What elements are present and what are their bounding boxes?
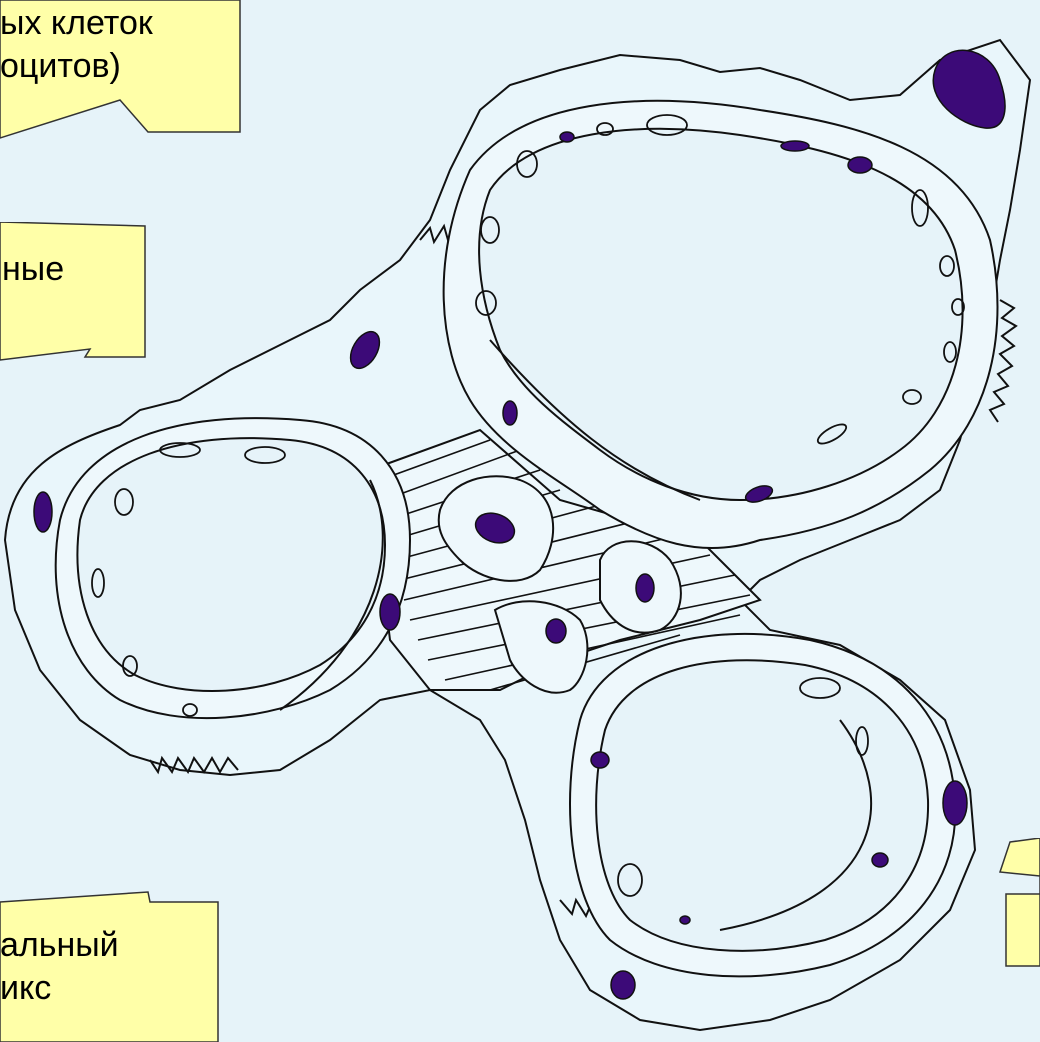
- nucleus-fiber-c: [636, 574, 654, 602]
- nucleus-upper-1: [560, 132, 574, 142]
- callout-top-left-line1: ых клеток: [0, 2, 153, 45]
- nucleus-lower-bottom: [680, 916, 690, 924]
- nucleus-upper-2: [781, 141, 809, 151]
- callout-middle-left-line1: ные: [2, 248, 64, 291]
- nucleus-left-lower: [380, 594, 400, 630]
- nucleus-fiber-a: [503, 401, 517, 425]
- callout-middle-left-shape: [0, 222, 160, 362]
- callout-bottom-left: альный икс: [0, 924, 119, 1009]
- callout-bottom-left-line2: икс: [0, 967, 119, 1010]
- nucleus-lower-inner: [872, 853, 888, 867]
- nucleus-lower-right: [943, 781, 967, 825]
- nucleus-fiber-d: [546, 619, 566, 643]
- callout-bottom-left-line1: альный: [0, 924, 119, 967]
- nucleus-upper-3: [848, 157, 872, 173]
- nucleus-lower-base: [611, 971, 635, 999]
- nucleus-left-edge: [34, 492, 52, 532]
- callout-top-left-line2: оцитов): [0, 45, 153, 88]
- nucleus-lower-left: [591, 752, 609, 768]
- callout-middle-left: ные: [2, 248, 64, 291]
- adipocyte-lower-lipid: [596, 660, 928, 951]
- callout-top-left: ых клеток оцитов): [0, 2, 153, 87]
- callout-right-shape: [998, 838, 1040, 968]
